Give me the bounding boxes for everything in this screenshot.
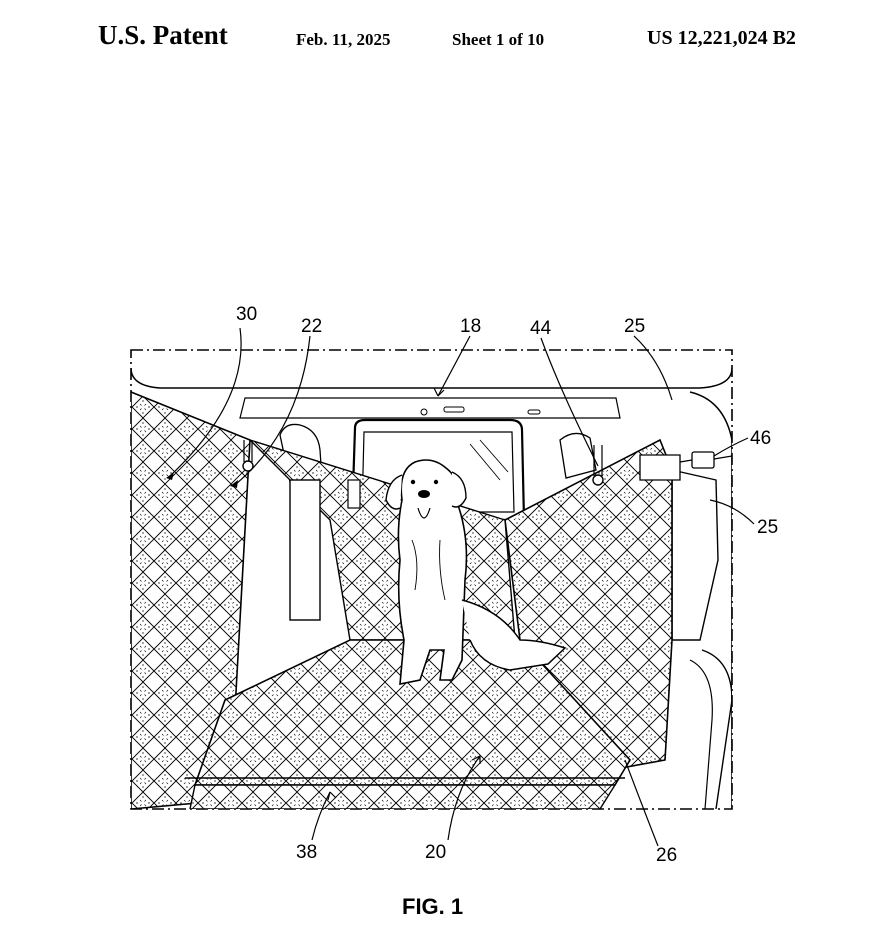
patent-number: US 12,221,024 B2	[647, 27, 796, 49]
ref-numeral-25-top: 25	[624, 316, 645, 337]
ref-numeral-25-side: 25	[757, 517, 778, 538]
ref-numeral-26: 26	[656, 845, 677, 866]
patent-office-header: U.S. Patent	[98, 20, 228, 50]
ref-numeral-46: 46	[750, 428, 771, 449]
ref-numeral-38: 38	[296, 842, 317, 863]
dog-illustration	[385, 459, 567, 685]
leader-lines	[169, 327, 755, 847]
sheet-indicator: Sheet 1 of 10	[452, 30, 545, 49]
ref-numeral-30: 30	[236, 304, 257, 325]
ref-numeral-22: 22	[301, 316, 322, 337]
ref-numeral-44: 44	[530, 318, 552, 339]
patent-date: Feb. 11, 2025	[296, 30, 391, 49]
vehicle-interior	[131, 367, 732, 809]
ref-numeral-18: 18	[460, 316, 481, 337]
figure-label: FIG. 1	[402, 894, 463, 919]
ref-numeral-20: 20	[425, 842, 446, 863]
